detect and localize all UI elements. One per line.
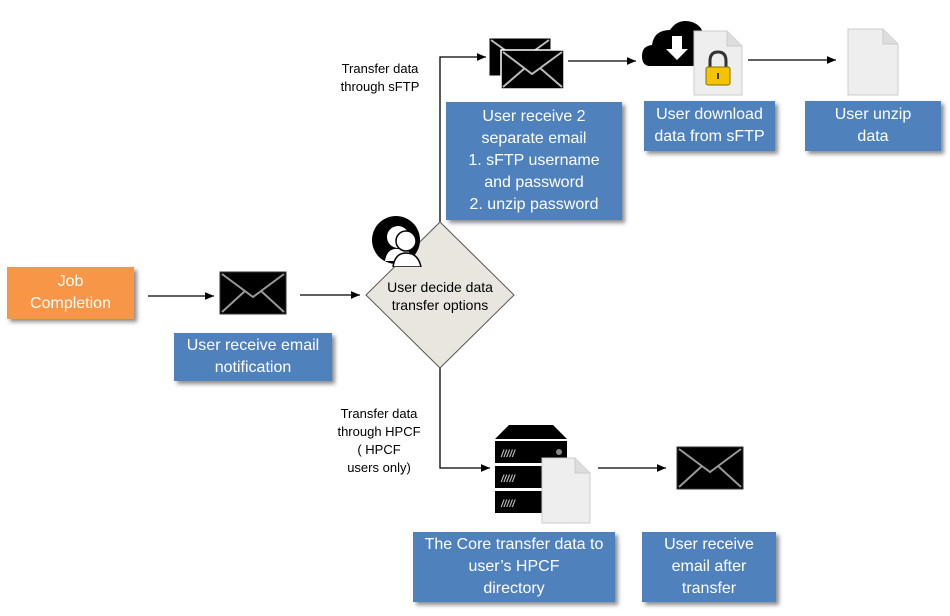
core-transfer-node: The Core transfer data to user’s HPCF di… (413, 532, 615, 602)
two-emails-line: 2. unzip password (469, 196, 599, 213)
user-group-icon (372, 216, 422, 267)
file-icon (847, 28, 899, 96)
edge-label-hpcf-line: Transfer data (340, 406, 418, 421)
email-icon (219, 271, 287, 315)
arrow-decision-to-sftp (439, 53, 486, 222)
download-sftp-node: User download data from sFTP (644, 101, 775, 151)
email-notification-label: User receive email notification (186, 337, 320, 376)
edge-label-sftp: Transfer data through sFTP (330, 60, 430, 96)
two-emails-line: 1. sFTP username (468, 152, 600, 169)
two-emails-line: User receive 2 (482, 108, 586, 125)
edge-label-hpcf-line: ( HPCF (357, 442, 401, 457)
job-completion-label: Job Completion (30, 273, 111, 312)
two-emails-line: separate email (481, 130, 587, 147)
edge-label-hpcf: Transfer data through HPCF ( HPCF users … (326, 405, 432, 477)
multiple-email-icon (488, 37, 565, 90)
edge-label-hpcf-line: users only) (347, 460, 411, 475)
core-transfer-line: user’s HPCF (468, 558, 560, 575)
unzip-label: User unzip data (834, 106, 912, 145)
svg-text://///: ///// (500, 474, 516, 485)
two-emails-line: and password (484, 174, 584, 191)
arrow-decision-to-hpcf (439, 368, 490, 472)
two-emails-node: User receive 2 separate email 1. sFTP us… (446, 102, 622, 220)
job-completion-node: Job Completion (7, 267, 134, 319)
email-after-label: User receive email after transfer (664, 536, 754, 597)
svg-text://///: ///// (500, 449, 516, 460)
decision-label: User decide data transfer options (387, 279, 493, 313)
download-sftp-label: User download data from sFTP (654, 106, 765, 145)
core-transfer-line: directory (483, 580, 545, 597)
email-after-node: User receive email after transfer (642, 532, 776, 602)
edge-label-sftp-line: through sFTP (340, 79, 420, 94)
server-icon: ///// ///// ///// (495, 425, 591, 524)
svg-text://///: ///// (500, 499, 516, 510)
unzip-node: User unzip data (805, 101, 941, 151)
edge-label-sftp-line: Transfer data (341, 61, 419, 76)
locked-file-icon (693, 30, 743, 96)
core-transfer-line: The Core transfer data to (424, 536, 604, 553)
edge-label-hpcf-line: through HPCF (337, 424, 421, 439)
email-icon (676, 446, 744, 490)
email-notification-node: User receive email notification (174, 333, 332, 381)
